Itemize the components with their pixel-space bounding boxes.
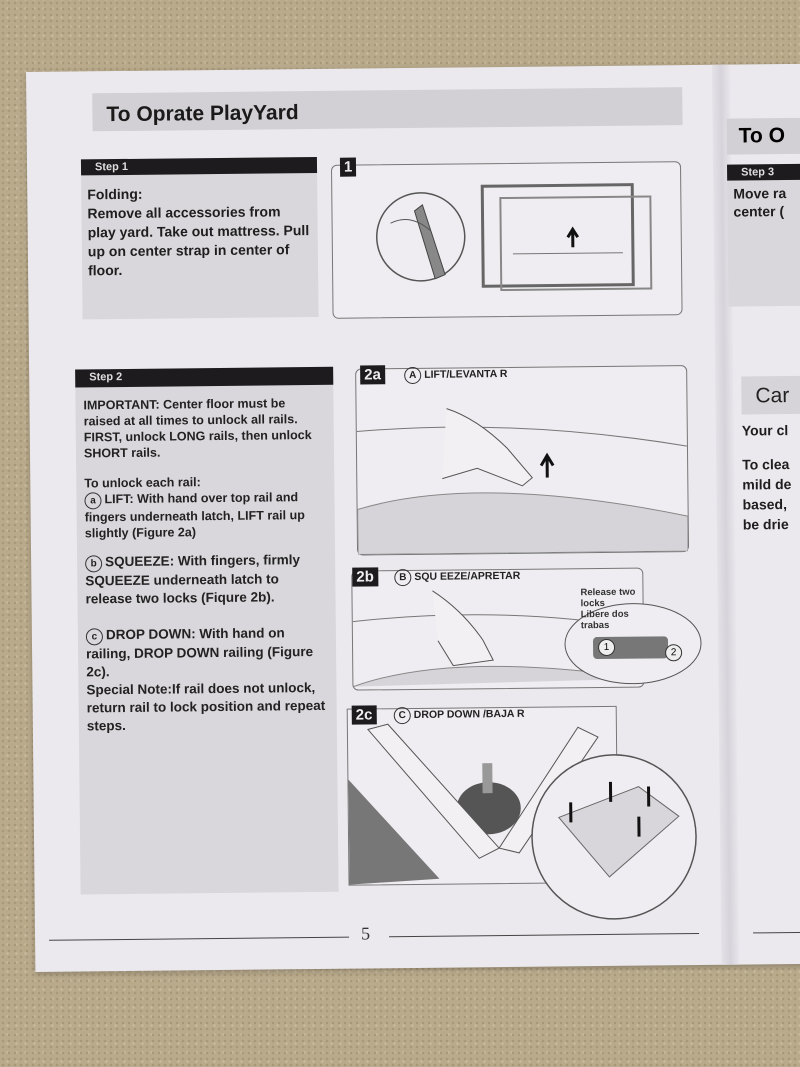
playyard-folding-illustration xyxy=(375,183,653,292)
drop-down-rail-illustration xyxy=(348,723,697,920)
page-number: 5 xyxy=(360,923,371,944)
marker-c: c xyxy=(85,628,104,646)
page-title: To Oprate PlayYard xyxy=(92,87,683,132)
step1-heading: Folding: xyxy=(87,185,143,203)
step3-label: Step 3 xyxy=(727,163,800,181)
step3-text-1: Move ra xyxy=(733,185,787,202)
step1-panel: Step 1 Folding: Remove all accessories f… xyxy=(80,156,319,320)
instruction-sheet: To Oprate PlayYard Step 1 Folding: Remov… xyxy=(26,63,800,972)
squeeze-latch-illustration xyxy=(352,590,702,688)
step2-first: FIRST, unlock LONG rails, then unlock SH… xyxy=(83,428,312,461)
marker-a: a xyxy=(84,492,102,510)
step3-text-2: center ( xyxy=(733,203,785,220)
care-title: Car xyxy=(741,375,800,415)
right-page-title: To O xyxy=(726,117,800,155)
care-line-2: To clea xyxy=(742,456,790,473)
callout-release: Release two locks xyxy=(580,586,636,610)
footer-rule-left xyxy=(49,936,350,941)
step1-text: Remove all accessories from play yard. T… xyxy=(87,203,310,279)
marker-b: b xyxy=(85,555,103,573)
care-line-5: be drie xyxy=(742,516,789,533)
step2-important: IMPORTANT: Center floor must be raised a… xyxy=(83,396,298,429)
step3-panel: Step 3 Move ra center ( xyxy=(727,163,800,307)
figure-1: 1 xyxy=(330,157,683,319)
lock-2: 2 xyxy=(665,644,683,662)
step2-drop: DROP DOWN: With hand on railing, DROP DO… xyxy=(86,625,314,680)
callout-libere: Libere dos trabas xyxy=(580,608,629,632)
care-line-1: Your cl xyxy=(741,422,789,439)
right-footer-rule xyxy=(753,931,800,934)
step2-note: Special Note:If rail does not unlock, re… xyxy=(86,680,326,734)
care-line-3: mild de xyxy=(742,476,792,493)
step2-lift: LIFT: With hand over top rail and finger… xyxy=(84,490,305,541)
step2-squeeze: SQUEEZE: With fingers, firmly SQUEEZE un… xyxy=(85,552,301,607)
lift-rail-illustration xyxy=(356,408,689,555)
care-line-4: based, xyxy=(742,496,788,513)
step2-panel: Step 2 IMPORTANT: Center floor must be r… xyxy=(75,366,339,895)
lock-1: 1 xyxy=(597,638,616,657)
